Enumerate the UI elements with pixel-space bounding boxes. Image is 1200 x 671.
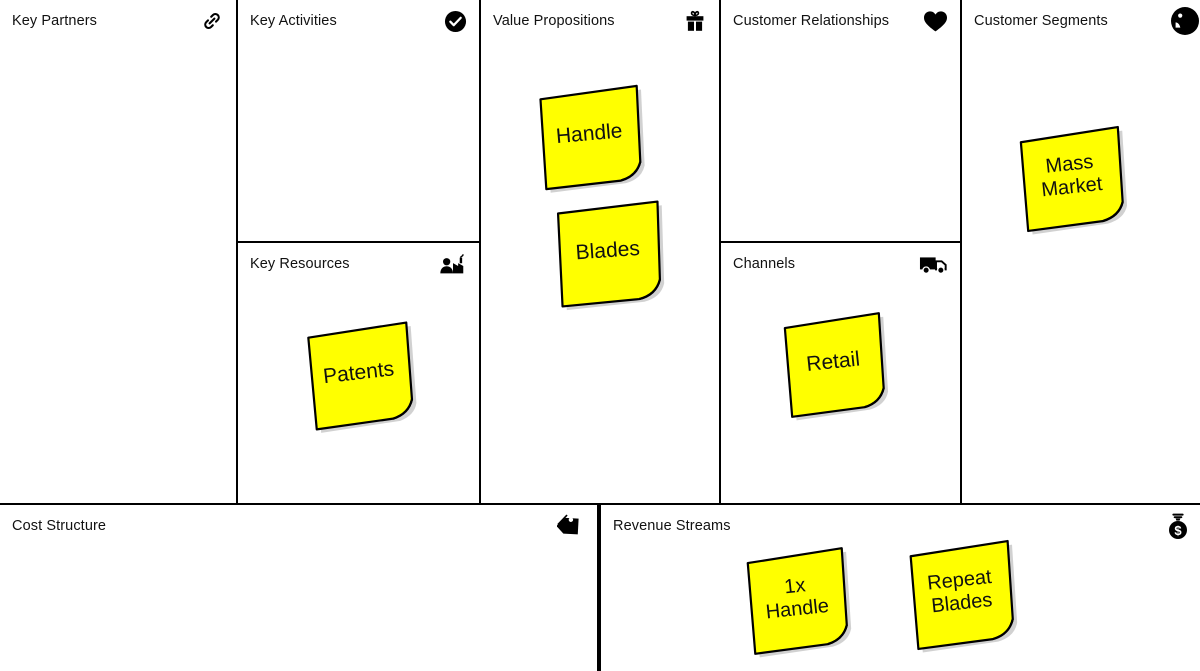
sticky-note-1x-handle[interactable]: 1x Handle	[741, 547, 856, 658]
sticky-note-mass-market[interactable]: Mass Market	[1014, 125, 1131, 235]
sticky-note-label: Blades	[574, 236, 641, 265]
block-title-key-partners: Key Partners	[12, 12, 98, 29]
block-title-value-propositions: Value Propositions	[493, 12, 615, 29]
sticky-note-label: Handle	[555, 119, 624, 149]
sticky-note-label: Patents	[321, 357, 396, 389]
sticky-note-label: Retail	[805, 347, 862, 376]
check-circle-icon	[444, 10, 467, 33]
note-shape	[1014, 125, 1131, 235]
block-key-partners[interactable]: Key Partners	[0, 0, 238, 505]
sticky-note-retail[interactable]: Retail	[778, 312, 892, 421]
note-shape	[534, 84, 649, 193]
block-key-resources[interactable]: Key Resources	[236, 241, 481, 505]
block-cost-structure[interactable]: Cost Structure	[0, 503, 599, 671]
sticky-note-label: 1x Handle	[764, 574, 831, 624]
block-customer-segments[interactable]: Customer Segments Mass Market	[960, 0, 1200, 505]
sticky-note-patents[interactable]: Patents	[301, 321, 421, 433]
sticky-note-handle[interactable]: Handle	[534, 84, 649, 193]
worker-factory-icon	[439, 252, 467, 276]
block-title-key-activities: Key Activities	[250, 12, 337, 29]
block-revenue-streams[interactable]: Revenue Streams $	[599, 503, 1200, 671]
person-head-icon	[1168, 6, 1200, 36]
sticky-note-label: Mass Market	[1040, 150, 1104, 202]
block-header-revenue-streams: Revenue Streams $	[613, 513, 1190, 539]
block-header-value-propositions: Value Propositions	[493, 8, 707, 34]
price-tag-icon	[557, 513, 585, 539]
block-title-cost-structure: Cost Structure	[12, 517, 107, 534]
gift-icon	[683, 9, 707, 33]
sticky-note-blades[interactable]: Blades	[552, 200, 669, 311]
block-channels[interactable]: Channels	[719, 241, 962, 505]
block-header-key-partners: Key Partners	[12, 8, 224, 34]
block-header-cost-structure: Cost Structure	[12, 513, 585, 539]
sticky-note-repeat-blades[interactable]: Repeat Blades	[904, 539, 1022, 653]
block-header-channels: Channels	[733, 251, 948, 277]
block-value-propositions[interactable]: Value Propositions	[479, 0, 721, 505]
block-title-channels: Channels	[733, 255, 796, 272]
note-shape	[904, 539, 1022, 653]
block-header-customer-relationships: Customer Relationships	[733, 8, 948, 34]
block-title-revenue-streams: Revenue Streams	[613, 517, 731, 534]
sticky-note-label: Repeat Blades	[926, 565, 994, 618]
svg-text:$: $	[1174, 523, 1182, 538]
block-title-key-resources: Key Resources	[250, 255, 350, 272]
note-shape	[301, 321, 421, 433]
block-header-customer-segments: Customer Segments	[974, 7, 1199, 35]
heart-icon	[923, 10, 948, 33]
money-bag-icon: $	[1166, 513, 1190, 540]
block-key-activities[interactable]: Key Activities	[236, 0, 481, 243]
block-customer-relationships[interactable]: Customer Relationships	[719, 0, 962, 243]
truck-icon	[919, 253, 948, 275]
block-title-customer-segments: Customer Segments	[974, 12, 1108, 29]
block-title-customer-relationships: Customer Relationships	[733, 12, 890, 29]
note-shape	[741, 547, 856, 658]
note-shape	[552, 200, 669, 311]
block-header-key-resources: Key Resources	[250, 251, 467, 277]
block-header-key-activities: Key Activities	[250, 8, 467, 34]
link-icon	[200, 9, 224, 33]
note-shape	[778, 312, 892, 421]
